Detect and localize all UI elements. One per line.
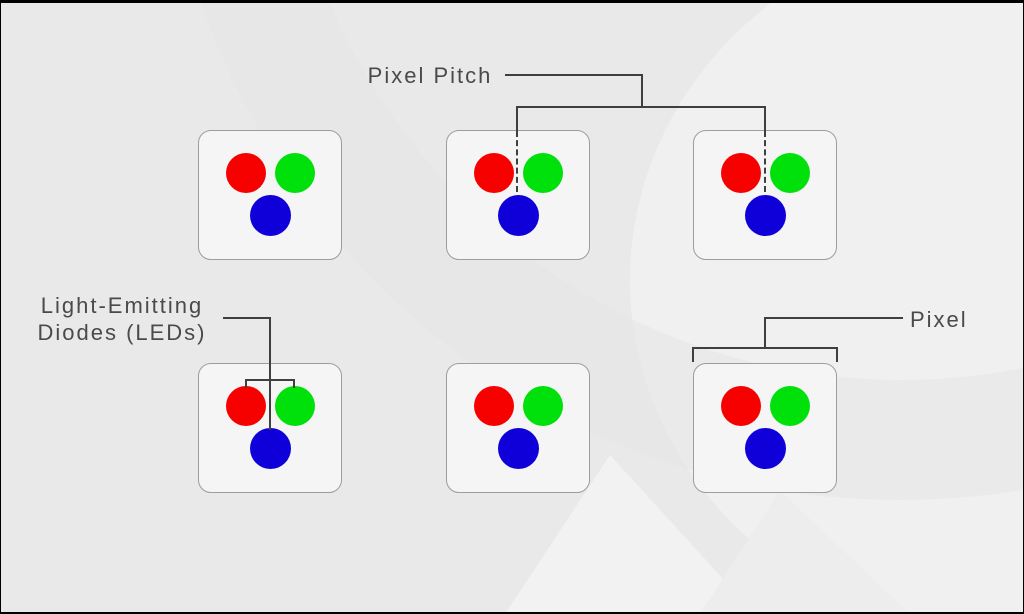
pixel-pitch-bracket [516,106,766,131]
pixel-pitch-connector-line [641,74,643,108]
pixel-pitch-dashed-line [764,131,766,192]
led-label-line1: Light-Emitting [40,293,204,318]
led-connector-line [269,317,271,430]
led-dot-blue [745,428,786,469]
led-dot-red [474,386,514,426]
pixel-connector-line [764,317,766,349]
led-dot-blue [250,195,291,236]
watermark-wedge [700,490,910,614]
led-connector-line [223,317,271,319]
pixel-square [446,363,590,493]
top-frame-bar [0,0,1024,3]
led-dot-red [226,153,266,193]
led-dot-green [770,153,810,193]
led-dot-red [474,153,514,193]
led-dot-green [275,386,315,426]
pixel-pitch-dashed-line [516,131,518,192]
pixel-square [446,130,590,260]
led-label: Light-Emitting Diodes (LEDs) [24,292,220,346]
led-dot-green [523,386,563,426]
led-dot-blue [745,195,786,236]
pixel-pitch-connector-line [505,74,642,76]
pixel-label: Pixel [910,307,968,332]
pixel-square [198,130,342,260]
pixel-bracket [692,347,838,362]
led-bracket [245,379,295,388]
pixel-connector-line [764,317,903,319]
left-frame-bar [0,0,1,614]
led-dot-red [721,153,761,193]
pixel-square [693,363,837,493]
led-dot-red [226,386,266,426]
led-dot-blue [498,428,539,469]
led-dot-blue [498,195,539,236]
pixel-pitch-label: Pixel Pitch [367,63,493,88]
led-dot-green [523,153,563,193]
led-dot-red [721,386,761,426]
led-dot-green [770,386,810,426]
led-label-line2: Diodes (LEDs) [37,320,207,345]
led-dot-green [275,153,315,193]
led-dot-blue [250,428,291,469]
